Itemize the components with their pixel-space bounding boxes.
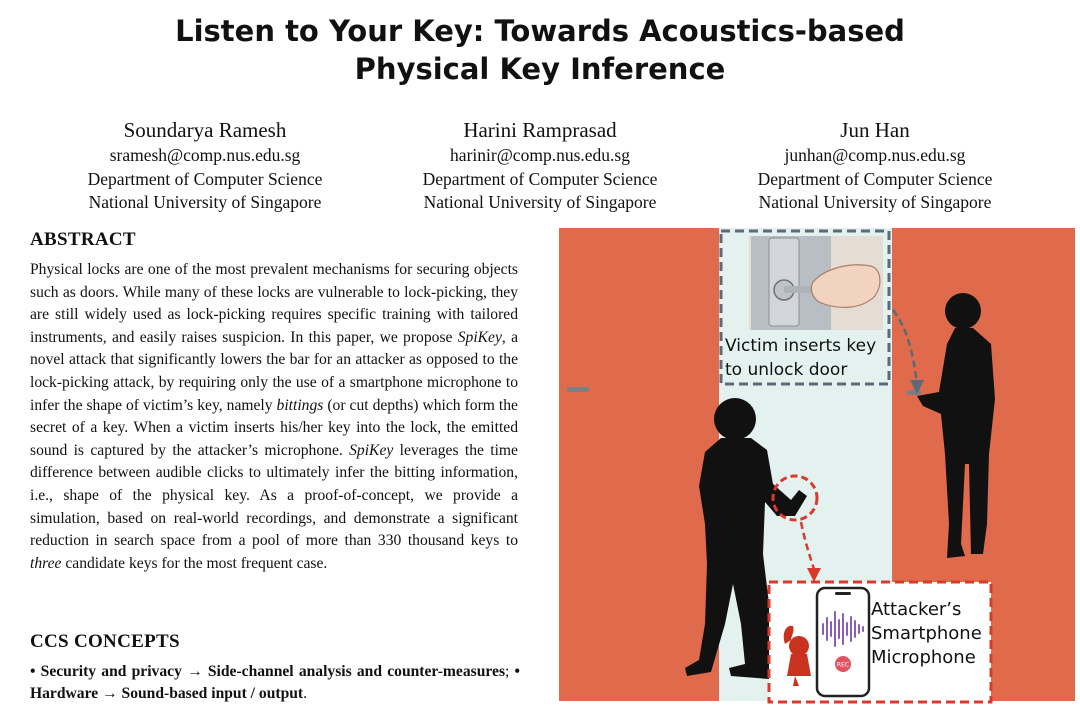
abstract-text: Physical locks are one of the most preva… [30,259,518,575]
ccs-category: Security and privacy [40,663,182,680]
author-name: Soundarya Ramesh [123,118,287,142]
left-door [559,228,719,701]
author-email: harinir@comp.nus.edu.sg [450,145,630,165]
illustration-svg: REC [559,228,1075,704]
arrowhead-icon [910,380,924,394]
victim-silhouette [917,293,995,558]
ccs-arrow: → [98,684,122,702]
ccs-subcategory: Sound-based input / output [121,684,304,702]
arrowhead-icon [807,568,821,582]
author-department: Department of Computer Science [422,168,658,189]
author-department: Department of Computer Science [757,168,993,189]
victim-caption: Victim inserts key to unlock door [725,334,891,382]
record-button-icon [835,656,851,672]
victim-caption-line: to unlock door [725,360,848,380]
ccs-bullet: • [30,663,36,680]
ccs-subcategory: Side-channel analysis and counter-measur… [207,663,506,680]
emphasis-spikey: SpiKey [349,441,394,459]
author-name: Jun Han [840,118,910,142]
author-block: Jun Han junhan@comp.nus.edu.sg Departmen… [710,116,1040,215]
ccs-end: . [303,684,308,702]
record-button-label: REC [837,662,849,669]
author-block: Soundarya Ramesh sramesh@comp.nus.edu.sg… [40,116,370,215]
attacker-caption-line: Microphone [871,647,976,668]
attacker-silhouette [685,398,807,679]
key-icon [784,286,818,293]
hand-highlight-circle [771,474,819,522]
ccs-arrow: → [181,663,208,680]
ccs-category: Hardware [30,684,99,702]
ccs-heading: CCS CONCEPTS [30,631,180,652]
abstract-text-part: leverages the time difference between au… [30,441,518,550]
dashed-arrow [892,309,919,385]
author-email: junhan@comp.nus.edu.sg [784,145,966,165]
attacker-caption: Attacker’s Smartphone Microphone [871,598,991,670]
author-block: Harini Ramprasad harinir@comp.nus.edu.sg… [375,116,705,215]
author-list: Soundarya Ramesh sramesh@comp.nus.edu.sg… [40,116,1040,215]
abstract-text-part: candidate keys for the most frequent cas… [61,554,328,572]
ccs-separator: ; [505,663,515,680]
ccs-bullet: • [514,663,521,680]
abstract-text-part: Physical locks are one of the most preva… [30,261,518,346]
author-email: sramesh@comp.nus.edu.sg [109,145,301,165]
phone-speaker [835,592,851,595]
abstract-heading: ABSTRACT [30,229,136,250]
author-university: National University of Singapore [423,192,657,212]
author-department: Department of Computer Science [87,168,323,189]
title-line-2: Physical Key Inference [354,52,726,86]
emphasis-bittings: bittings [276,396,324,414]
author-university: National University of Singapore [88,192,322,212]
author-university: National University of Singapore [758,192,992,212]
devil-icon [783,625,811,686]
abstract-text-part: (or cut depths) which form the secret of… [30,396,518,459]
door-handle-icon [907,390,921,395]
attack-illustration: REC Victim inserts key to unlock door At… [555,224,1075,704]
inset-frame [719,229,891,386]
author-name: Harini Ramprasad [463,118,617,142]
victim-caption-line: Victim inserts key [725,336,877,356]
attacker-caption-line: Smartphone [871,623,982,644]
attacker-caption-line: Attacker’s [871,599,962,620]
hand-icon [810,264,881,308]
paper-title: Listen to Your Key: Towards Acoustics-ba… [0,12,1080,88]
emphasis-spikey: SpiKey [457,328,502,346]
door-handle-icon [567,387,589,392]
waveform-icon [822,611,864,647]
title-line-1: Listen to Your Key: Towards Acoustics-ba… [175,14,905,48]
abstract-text-part: , a novel attack that significantly lowe… [30,328,519,414]
emphasis-three: three [30,554,62,572]
ccs-concepts: • Security and privacy → Side-channel an… [30,661,520,704]
